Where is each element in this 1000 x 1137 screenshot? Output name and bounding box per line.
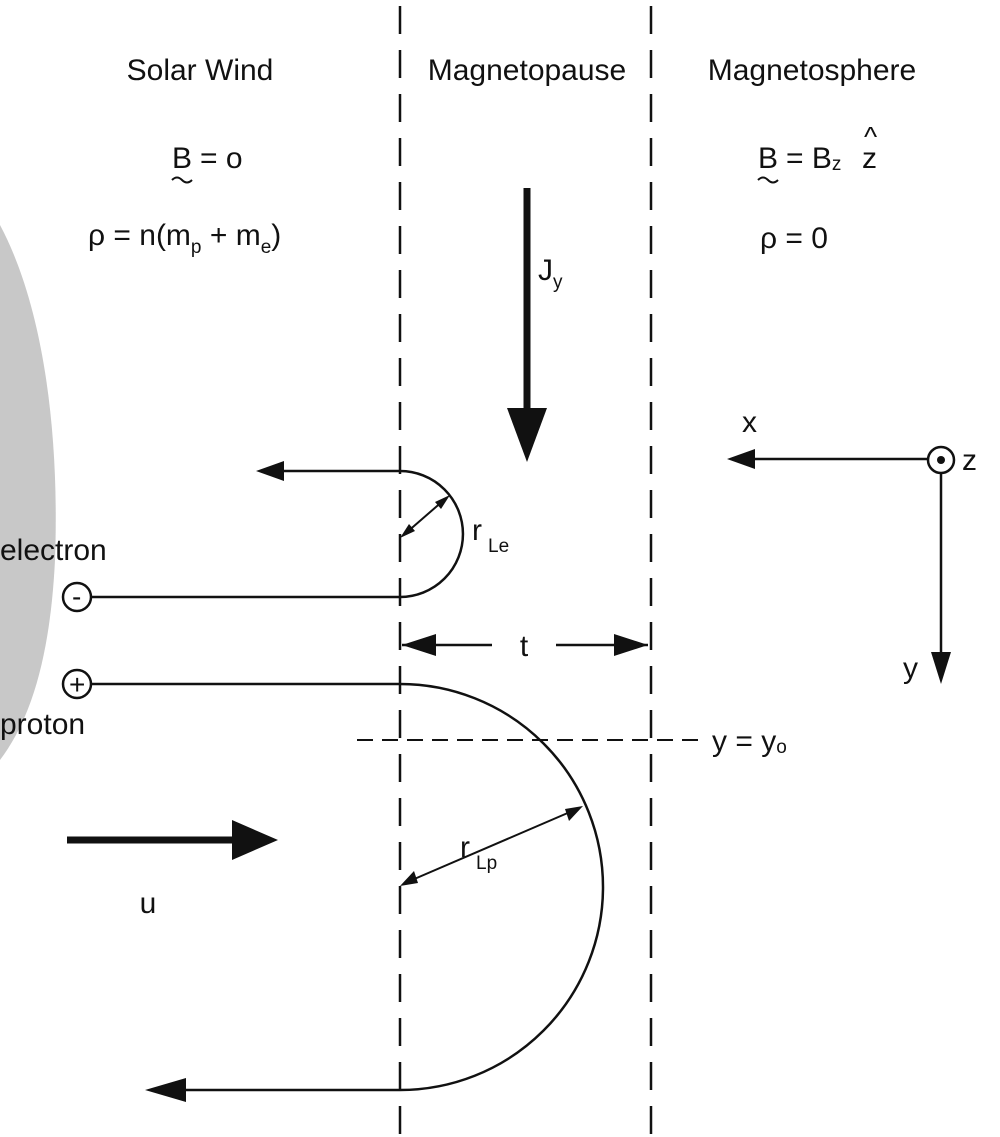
solar-wind-b-equation: B = o — [171, 142, 243, 184]
electron-trajectory — [92, 469, 465, 599]
proton-radius-head-center — [400, 871, 418, 886]
tilde-underline-ms — [757, 176, 779, 184]
b-equals: = Bz — [786, 142, 841, 175]
proton-icon — [61, 668, 93, 700]
z-axis-label: z — [962, 444, 977, 477]
x-axis-arrowhead — [727, 449, 755, 469]
current-label: Jy — [538, 254, 563, 293]
proton-trajectory — [92, 682, 605, 1092]
x-axis-label: x — [742, 406, 757, 439]
tilde-underline — [171, 176, 193, 184]
y-axis-label: y — [903, 652, 918, 685]
electron-label: electron — [0, 534, 107, 567]
b-vector-symbol: B — [172, 142, 192, 175]
y-axis-arrowhead — [931, 652, 951, 684]
scan-edge-shading — [0, 225, 56, 760]
solar-wind-density-equation: ρ = n(mp + me) — [88, 219, 281, 258]
magnetosphere-density: ρ = 0 — [760, 222, 828, 255]
electron-radius-head-1 — [400, 524, 415, 538]
flow-velocity-label: u — [140, 887, 157, 920]
proton-label: proton — [0, 708, 85, 741]
region-magnetosphere-label: Magnetosphere — [708, 54, 916, 87]
magnetosphere-b-equation: B = Bz z ^ — [757, 121, 877, 184]
proton-exit-arrowhead — [145, 1078, 186, 1102]
region-magnetopause-label: Magnetopause — [428, 54, 627, 87]
z-axis-dot — [937, 456, 945, 464]
electron-exit-arrowhead — [256, 461, 284, 481]
thickness-label: t — [520, 630, 529, 663]
y0-label: y = yo — [712, 725, 787, 758]
proton-charge-symbol: + — [69, 669, 85, 700]
z-hat-symbol: z — [862, 142, 877, 175]
proton-radius-head-edge — [565, 806, 583, 821]
region-solar-wind-label: Solar Wind — [127, 54, 274, 87]
thickness-arrowhead-right — [614, 634, 648, 656]
b-value: = o — [200, 142, 243, 175]
electron-charge-symbol: - — [72, 581, 81, 612]
electron-radius-arrow — [405, 499, 445, 534]
current-arrow-head — [507, 408, 547, 462]
z-hat-caret: ^ — [864, 121, 877, 152]
electron-radius-head-2 — [435, 495, 450, 509]
flow-arrow-head — [232, 820, 278, 860]
b-vector-symbol-ms: B — [758, 142, 778, 175]
thickness-arrowhead-left — [402, 634, 436, 656]
proton-radius-arrow — [411, 811, 571, 881]
electron-icon — [61, 581, 93, 613]
